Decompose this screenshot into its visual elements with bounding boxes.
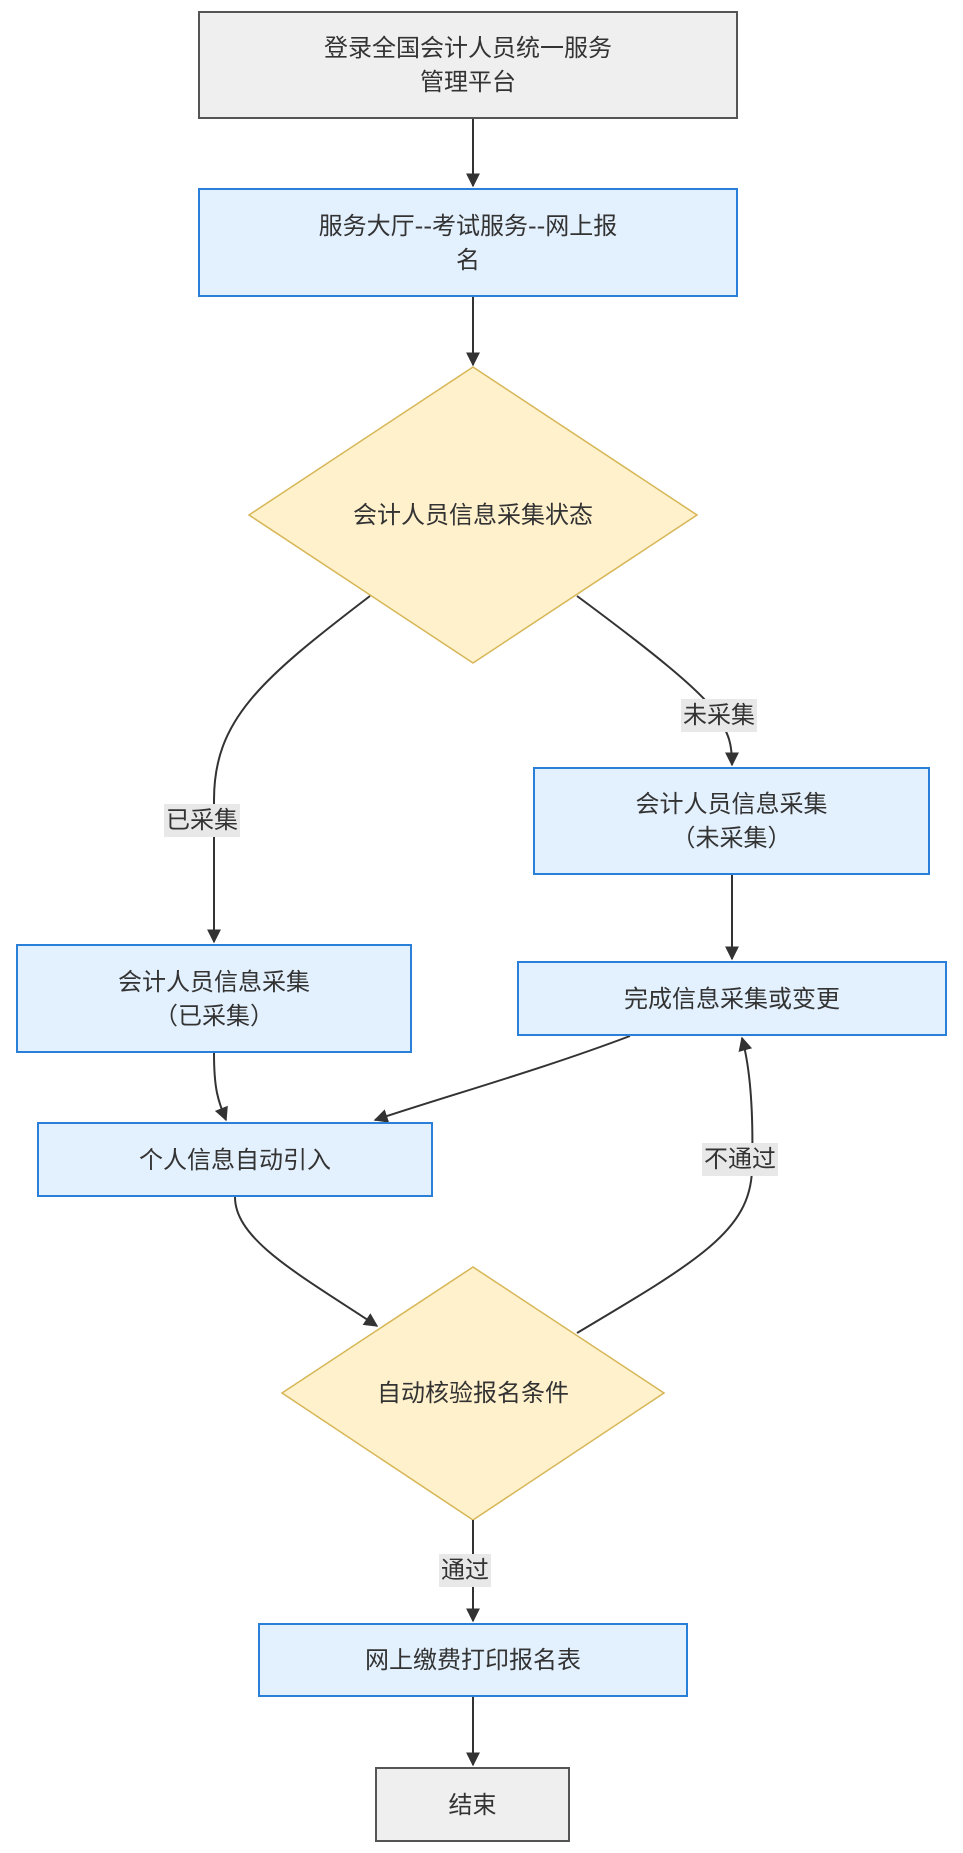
node-complete-label: 完成信息采集或变更 bbox=[624, 984, 840, 1013]
node-complete: 完成信息采集或变更 bbox=[517, 961, 947, 1036]
node-collected: 会计人员信息采集 （已采集） bbox=[16, 944, 412, 1053]
node-end-label: 结束 bbox=[448, 1790, 497, 1819]
node-login: 登录全国会计人员统一服务 管理平台 bbox=[198, 11, 738, 119]
edge-label-not-collected: 未采集 bbox=[681, 699, 757, 732]
edge-label-collected: 已采集 bbox=[164, 804, 240, 837]
node-collected-line-1: 会计人员信息采集 bbox=[118, 967, 310, 996]
edge-status-collected bbox=[207, 595, 371, 944]
node-not-collected: 会计人员信息采集 （未采集） bbox=[533, 767, 930, 875]
node-collected-line-2: （已采集） bbox=[154, 1001, 274, 1030]
node-hall-line-1: 服务大厅--考试服务--网上报 bbox=[318, 211, 618, 240]
node-not-collected-line-2: （未采集） bbox=[671, 824, 792, 852]
node-login-line-1: 登录全国会计人员统一服务 bbox=[324, 34, 612, 62]
node-end: 结束 bbox=[375, 1767, 570, 1842]
node-login-line-2: 管理平台 bbox=[420, 68, 516, 96]
decision-status-shape bbox=[247, 366, 699, 664]
edge-label-fail: 不通过 bbox=[702, 1143, 778, 1176]
node-auto-import: 个人信息自动引入 bbox=[37, 1122, 433, 1197]
node-auto-import-label: 个人信息自动引入 bbox=[139, 1145, 331, 1174]
edge-verify-complete bbox=[576, 1036, 754, 1334]
node-hall: 服务大厅--考试服务--网上报 名 bbox=[198, 188, 738, 297]
edge-label-pass: 通过 bbox=[439, 1554, 491, 1587]
node-pay: 网上缴费打印报名表 bbox=[258, 1623, 688, 1697]
decision-status-label: 会计人员信息采集状态 bbox=[353, 501, 593, 529]
node-pay-label: 网上缴费打印报名表 bbox=[365, 1646, 581, 1674]
edge-autoimport-verify bbox=[234, 1196, 379, 1327]
node-hall-line-2: 名 bbox=[455, 245, 480, 274]
node-not-collected-line-1: 会计人员信息采集 bbox=[635, 790, 828, 818]
edge-collected-autoimport bbox=[213, 1052, 228, 1122]
decision-verify-label: 自动核验报名条件 bbox=[377, 1379, 569, 1407]
edge-status-not-collected bbox=[576, 595, 739, 767]
edge-complete-autoimport bbox=[373, 1035, 631, 1123]
